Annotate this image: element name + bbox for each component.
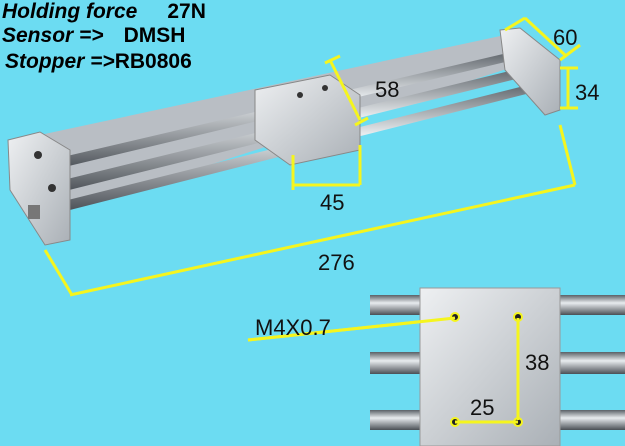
mount-hole [48,184,56,192]
spec-label: Sensor => [2,24,104,47]
mount-hole [34,151,42,159]
end-block-left [7,131,71,246]
spec-value: 27N [167,0,206,23]
dim-hole-pitch-short: 25 [470,395,494,420]
end-block-right [499,27,561,116]
dim-hole-pitch-long: 38 [525,350,549,375]
dim-carriage-width: 58 [375,77,399,102]
dim-carriage-length: 45 [320,190,344,215]
dim-width: 60 [553,25,577,50]
dim-height: 34 [575,80,599,105]
spec-label: Holding force [2,0,138,23]
spec-label: Stopper => [5,50,115,73]
detail-inset [247,287,625,446]
spec-value: DMSH [123,24,186,47]
dim-thread: M4X0.7 [255,315,331,340]
spec-sensor: Sensor => DMSH [2,24,185,48]
spec-value: RB0806 [114,50,192,73]
spec-holding-force: Holding force 27N [2,0,206,24]
carriage-detail [419,287,561,446]
dim-total-length: 276 [318,250,355,275]
spec-stopper: Stopper =>RB0806 [5,50,192,74]
stopper [28,205,40,219]
